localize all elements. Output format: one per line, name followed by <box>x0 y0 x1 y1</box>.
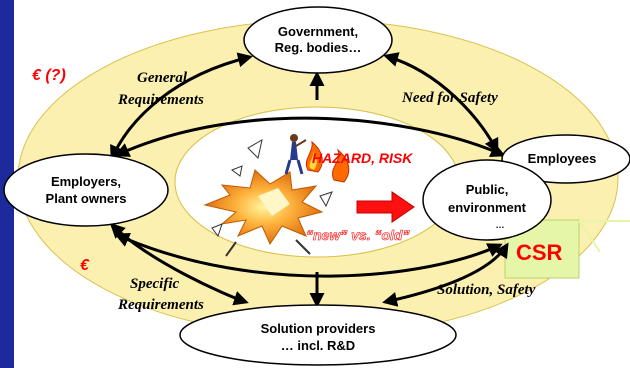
csr-label: CSR <box>516 240 563 265</box>
solution-line2: … incl. R&D <box>281 338 355 353</box>
right-arrow-icon <box>356 191 415 223</box>
arrow-employers-solution <box>109 222 249 306</box>
arrow-employers-employees <box>114 116 506 157</box>
public-line1: Public, <box>466 182 509 197</box>
flow-arrows <box>109 52 509 308</box>
specific-requirements-line1: Specific <box>130 276 179 292</box>
arrow-government-employees <box>383 52 499 154</box>
hazard-risk-label: HAZARD, RISK <box>312 150 413 166</box>
solution-safety-label: Solution, Safety <box>437 282 536 298</box>
specific-requirements-line2: Requirements <box>117 297 204 313</box>
node-solution-providers: Solution providers … incl. R&D <box>179 304 457 366</box>
public-line2: environment <box>448 200 527 215</box>
employers-line2: Plant owners <box>46 191 127 206</box>
new-vs-old-label: “new” vs. “old” <box>306 227 409 243</box>
government-line2: Reg. bodies… <box>275 40 362 55</box>
need-for-safety-label: Need for Safety <box>401 90 498 106</box>
node-government: Government, Reg. bodies… <box>243 6 393 74</box>
csr-connector <box>578 220 630 253</box>
government-line1: Government, <box>278 24 358 39</box>
employers-line1: Employers, <box>51 174 121 189</box>
explosion-fire-worker-icon <box>203 134 350 257</box>
node-employers: Employers, Plant owners <box>3 153 169 227</box>
employees-label: Employees <box>528 151 597 166</box>
public-ellipsis: … <box>496 220 505 230</box>
node-employees: Employees <box>501 134 630 184</box>
euro-question-label: € (?) <box>32 67 66 84</box>
general-requirements-line1: General <box>137 70 188 86</box>
solution-line1: Solution providers <box>261 321 376 336</box>
arrow-solution-public <box>382 242 509 307</box>
general-requirements-line2: Requirements <box>117 92 204 108</box>
node-public: Public, environment … <box>422 159 552 241</box>
euro-label: € <box>80 257 90 274</box>
